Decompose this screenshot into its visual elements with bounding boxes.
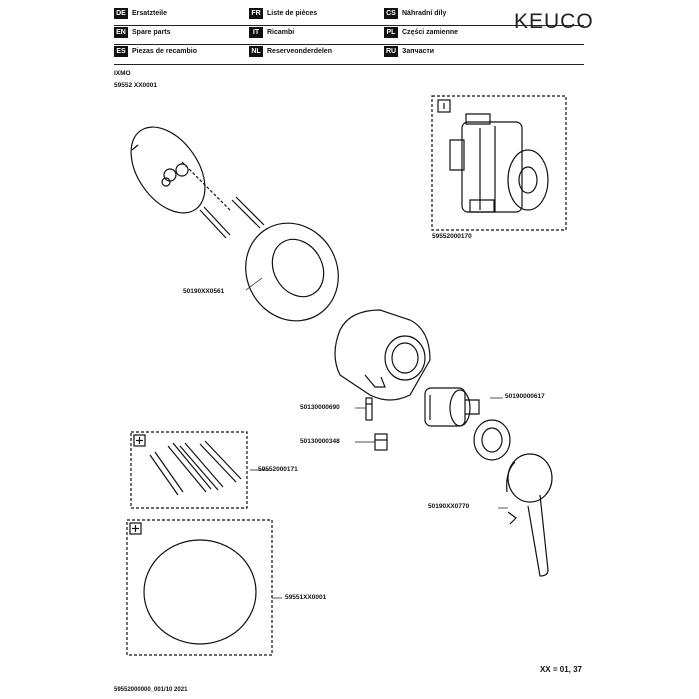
lang-row-nl: NL Reserveonderdelen — [249, 44, 332, 59]
variant-note: XX = 01, 37 — [539, 665, 582, 674]
header-divider — [114, 25, 584, 26]
lang-code: EN — [114, 27, 128, 38]
lang-row-cs: CS Náhradní díly — [384, 6, 446, 21]
header-divider — [114, 64, 584, 65]
part-number-label: 59551XX0001 — [285, 594, 327, 601]
lang-code: DE — [114, 8, 128, 19]
lang-text: Náhradní díly — [402, 10, 447, 17]
lang-text: Piezas de recambio — [132, 48, 197, 55]
product-number: 59552 XX0001 — [114, 82, 158, 89]
lang-row-es: ES Piezas de recambio — [114, 44, 197, 59]
back-plate-drawing — [130, 126, 206, 214]
part-number-label: 50130000690 — [300, 404, 340, 411]
ring-nut-drawing — [473, 419, 511, 461]
plus-icon — [133, 434, 146, 447]
lang-code: PL — [384, 27, 398, 38]
cover-rosette-drawing — [245, 222, 339, 322]
part-number-label: 50130000348 — [300, 438, 340, 445]
lang-code: NL — [249, 46, 263, 57]
part-number-label: 50190XX0561 — [183, 288, 225, 295]
info-icon — [437, 99, 451, 113]
lever-handle-drawing — [506, 453, 553, 577]
lang-text: Liste de pièces — [267, 10, 318, 17]
cartridge-drawing — [424, 387, 480, 427]
pin-drawing — [365, 397, 373, 421]
lang-text: Reserveonderdelen — [267, 48, 332, 55]
lang-text: Запчасти — [402, 48, 435, 55]
lang-code: FR — [249, 8, 263, 19]
lang-code: ES — [114, 46, 128, 57]
part-number-label: 59552000170 — [432, 233, 472, 240]
lang-row-en: EN Spare parts — [114, 25, 171, 40]
screws-set-drawing — [149, 440, 242, 496]
lang-row-de: DE Ersatzteile — [114, 6, 167, 21]
lang-row-pl: PL Części zamienne — [384, 25, 458, 40]
plus-icon — [129, 522, 142, 535]
lang-text: Spare parts — [132, 29, 171, 36]
lang-code: CS — [384, 8, 398, 19]
lang-text: Ersatzteile — [132, 10, 168, 17]
screws-box — [130, 431, 248, 509]
brand-logo: KEUCO — [514, 10, 594, 33]
lang-row-ru: RU Запчасти — [384, 44, 434, 59]
part-number-label: 50190XX0770 — [428, 503, 470, 510]
lang-text: Części zamienne — [402, 29, 459, 36]
header-divider — [114, 44, 584, 45]
document-id: 59552000000_001/10 2021 — [114, 687, 188, 693]
concealed-body-drawing — [449, 113, 549, 213]
lang-code: IT — [249, 27, 263, 38]
part-number-label: 50190000617 — [505, 393, 545, 400]
language-header: DE Ersatzteile FR Liste de pièces CS Náhrad… — [114, 6, 508, 64]
sleeve-drawing — [334, 309, 431, 401]
product-name: IXMO — [114, 70, 131, 77]
lang-code: RU — [384, 46, 398, 57]
nut-drawing — [374, 433, 388, 451]
detail-box — [431, 95, 567, 231]
lang-text: Ricambi — [267, 29, 295, 36]
lang-row-fr: FR Liste de pièces — [249, 6, 317, 21]
lang-row-it: IT Ricambi — [249, 25, 294, 40]
rosette-plate-drawing — [143, 539, 257, 645]
part-number-label: 59552000171 — [258, 466, 298, 473]
rosette-box — [126, 519, 273, 656]
screws-top-drawing — [181, 161, 265, 239]
